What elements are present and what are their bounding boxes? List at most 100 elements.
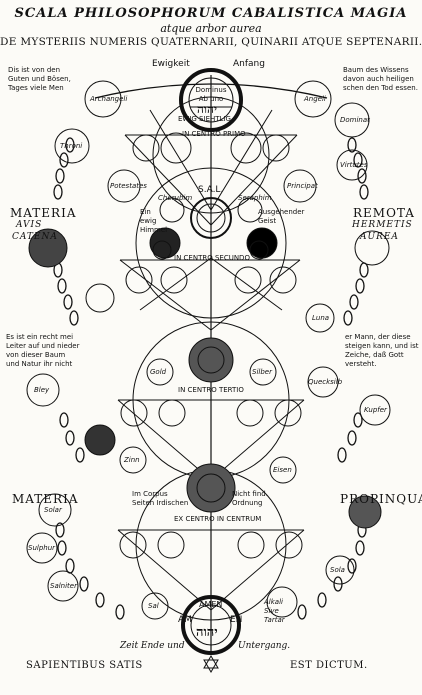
footer-left: SAPIENTIBUS SATIS	[26, 660, 143, 671]
text-sal: S.A.L.	[198, 185, 224, 195]
text-am: AM	[178, 615, 192, 625]
node-solar	[38, 493, 72, 527]
label-salniter: Salniter	[50, 582, 77, 590]
corner-line: versteht.	[345, 360, 377, 368]
label-cherubim: Cherubim	[158, 194, 193, 202]
corner-line: steigen kann, und ist	[345, 342, 419, 350]
corner-line: Dis ist von den	[8, 66, 61, 74]
label-virtutes: Virtutes	[340, 161, 368, 169]
node-seraphim	[237, 197, 263, 223]
node-sola	[325, 555, 355, 585]
node-zinn	[119, 446, 147, 474]
center-medallion-2	[188, 337, 234, 383]
label-sola: Sola	[330, 566, 345, 574]
text-amen: AMEN	[199, 600, 223, 609]
upper-great-circle	[152, 96, 270, 214]
text-top-medallion: Dominus Ab uno	[195, 86, 227, 103]
node-luna	[305, 303, 335, 333]
node-gold	[146, 358, 174, 386]
corner-line: Tages viele Men	[8, 84, 64, 92]
label-sulphur: Sulphur	[28, 544, 56, 552]
label-alkali: Alkali Sive Tartar	[264, 598, 285, 624]
text-in-centro-secundo: IN CENTRO SECUNDO	[174, 254, 250, 262]
dark-globe-right	[246, 227, 278, 259]
center-medallion-1	[190, 197, 232, 239]
node-throni	[54, 128, 90, 164]
label-potestates: Potestates	[110, 182, 147, 190]
corner-line: Baum des Wissens	[343, 66, 409, 74]
label-angeli: Angeli	[304, 95, 326, 103]
node-silber	[249, 358, 277, 386]
label-gold: Gold	[150, 368, 167, 376]
label-principat: Principat	[287, 182, 318, 190]
node-principat	[283, 169, 317, 203]
corner-line: Es ist ein recht mei	[6, 333, 74, 341]
side-aurea: AUREA	[360, 232, 399, 242]
label-sal: Sal	[148, 602, 159, 610]
node-salniter	[47, 570, 79, 602]
corner-line: Guten und Bösen,	[8, 75, 71, 83]
label-silber: Silber	[252, 368, 272, 376]
right-node	[354, 230, 390, 266]
corner-line: und Natur ihr nicht	[6, 360, 73, 368]
side-materia-2: MATERIA	[12, 492, 79, 506]
middle-great-circle	[135, 167, 287, 319]
text-ewig-band: EWIG SIEHTLIG	[178, 115, 231, 123]
text-zeit-ende: Zeit Ende und	[120, 641, 185, 651]
title-line-3: DE MYSTERIIS NUMERIS QUATERNARII, QUINAR…	[0, 36, 422, 48]
label-archangeli: Archangeli	[90, 95, 128, 103]
corner-text-top-left: Dis ist von den Guten und Bösen, Tages v…	[8, 66, 71, 93]
label-seraphim: Seraphim	[238, 194, 272, 202]
label-anfang: Anfang	[233, 59, 265, 69]
node-dominat	[334, 102, 370, 138]
node-kupfer	[359, 394, 391, 426]
bottom-medallion	[181, 595, 241, 655]
title-line-1: SCALA PHILOSOPHORUM CABALISTICA MAGIA	[14, 6, 408, 21]
node-sulphur	[26, 532, 58, 564]
side-propinqua: PROPINQUA	[340, 492, 422, 506]
label-ewigkeit: Ewigkeit	[152, 59, 190, 69]
label-kupfer: Kupfer	[364, 406, 387, 414]
label-zinn: Zinn	[124, 456, 140, 464]
node-alkali	[266, 586, 298, 618]
left-dark-node	[84, 424, 116, 456]
side-avis: AVIS	[16, 220, 43, 230]
node-virtutes	[336, 149, 368, 181]
corner-text-mid-left: Es ist ein recht mei Leiter auf und nied…	[6, 333, 79, 369]
footer-right: EST DICTUM.	[290, 660, 368, 671]
node-potestates	[107, 169, 141, 203]
chain-left	[53, 137, 125, 620]
corner-line: davon auch heiligen	[343, 75, 414, 83]
text-ein-ewig: Ein ewig Himmel	[140, 208, 168, 234]
text-in-corpus: Im Corpus Seiten Irdischen	[132, 490, 189, 507]
upper-arc	[94, 83, 328, 99]
text-ausgehender: Ausgehender Geist	[258, 208, 305, 225]
node-bley	[26, 373, 60, 407]
center-medallion-3	[186, 463, 236, 513]
top-medallion	[179, 68, 243, 132]
title-line-2: atque arbor aurea	[160, 22, 262, 35]
text-en: EN	[230, 615, 243, 625]
chain-right	[297, 137, 369, 620]
corner-line: er Mann, der diese	[345, 333, 411, 341]
label-solar: Solar	[44, 506, 62, 514]
corner-text-mid-right: er Mann, der diese steigen kann, und ist…	[345, 333, 418, 369]
label-bley: Bley	[34, 386, 50, 394]
node-eisen	[269, 456, 297, 484]
text-untergang: Untergang.	[238, 641, 291, 651]
side-hermetis: HERMETIS	[352, 220, 413, 230]
node-angeli	[294, 80, 332, 118]
hebrew-top: יהוה	[197, 102, 218, 116]
node-cherubim	[159, 197, 185, 223]
node-archangeli	[84, 80, 122, 118]
corner-line: Leiter auf und nieder	[6, 342, 80, 350]
side-remota: REMOTA	[353, 206, 415, 220]
node-sal	[141, 592, 169, 620]
node-right-shaded	[348, 495, 382, 529]
label-luna: Luna	[312, 314, 330, 322]
side-materia-1: MATERIA	[10, 206, 77, 220]
text-in-centro-tertio: IN CENTRO TERTIO	[178, 386, 244, 394]
node-quecksilb	[307, 366, 339, 398]
